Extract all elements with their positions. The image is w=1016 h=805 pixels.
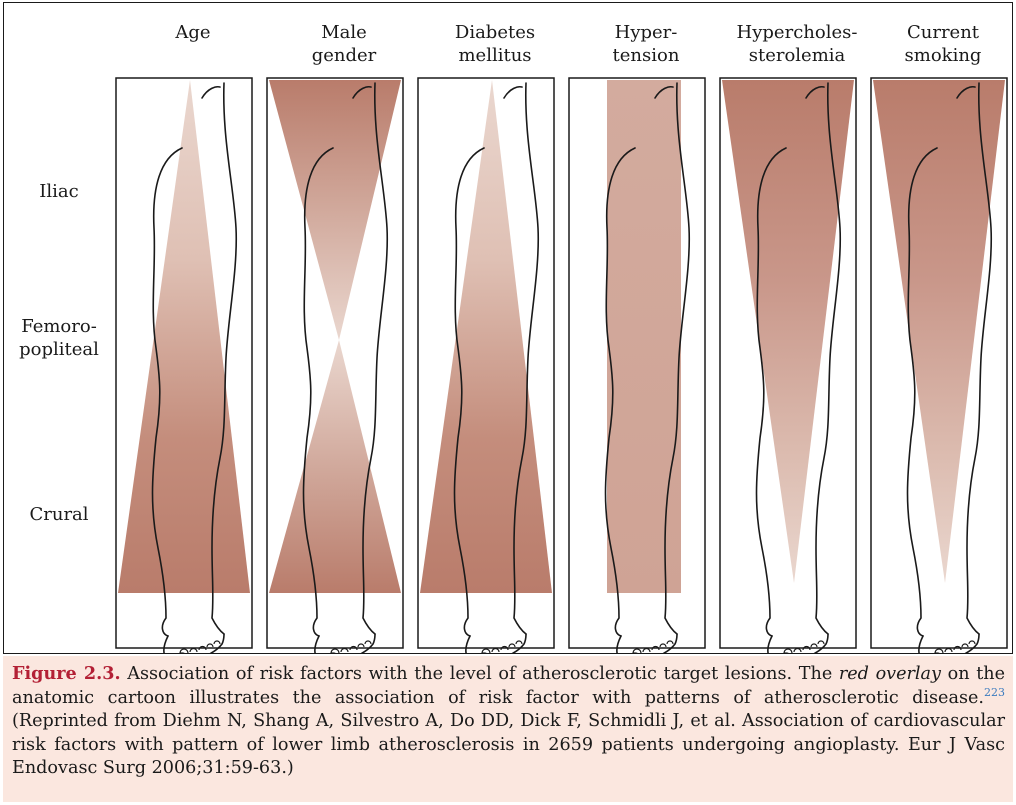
caption-italic-term: red overlay (839, 664, 941, 684)
risk-overlay-uniform (607, 80, 681, 593)
leg-panel-diabetes-mellitus (418, 78, 554, 653)
legs-illustration (4, 3, 1012, 653)
column-label-current-smoking: Current smoking (868, 21, 1016, 67)
leg-panel-male-gender (267, 78, 403, 653)
column-label-age: Age (118, 21, 268, 44)
row-label-iliac: Iliac (4, 180, 114, 203)
leg-panel-age (116, 78, 252, 653)
column-label-diabetes-mellitus: Diabetes mellitus (420, 21, 570, 67)
caption-text-1: Association of risk factors with the lev… (121, 664, 839, 684)
figure-frame: Age Male gender Diabetes mellitus Hyper-… (3, 2, 1013, 654)
reference-superscript[interactable]: 223 (984, 686, 1005, 699)
leg-panel-current-smoking (871, 78, 1007, 653)
row-label-femoropopliteal: Femoro- popliteal (4, 315, 114, 361)
row-label-crural: Crural (4, 503, 114, 526)
column-label-hypertension: Hyper- tension (571, 21, 721, 67)
column-label-hypercholesterolemia: Hypercholes- sterolemia (722, 21, 872, 67)
leg-panel-hypercholesterolemia (720, 78, 856, 653)
caption-citation: (Reprinted from Diehm N, Shang A, Silves… (12, 711, 1005, 778)
figure-caption: Figure 2.3. Association of risk factors … (3, 656, 1013, 802)
leg-panel-hypertension (569, 78, 705, 653)
column-label-male-gender: Male gender (269, 21, 419, 67)
figure-number: Figure 2.3. (12, 663, 121, 684)
